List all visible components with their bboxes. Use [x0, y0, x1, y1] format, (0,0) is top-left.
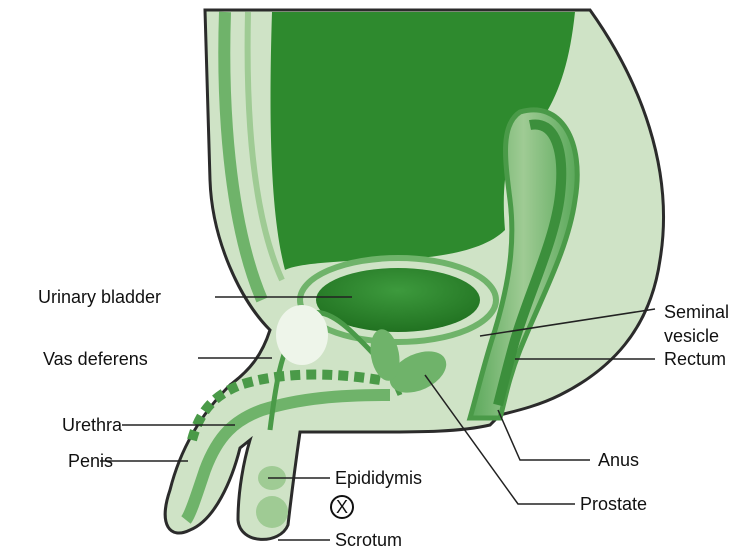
label-penis: Penis	[68, 451, 113, 471]
label-epididymis: Epididymis	[335, 468, 422, 488]
label-anus: Anus	[598, 450, 639, 470]
label-seminal: Seminal	[664, 302, 729, 322]
label-rectum: Rectum	[664, 349, 726, 369]
testis-marker: X	[336, 497, 348, 517]
pubic-bone	[276, 305, 328, 365]
label-vesicle: vesicle	[664, 326, 719, 346]
label-scrotum: Scrotum	[335, 530, 402, 550]
label-urethra: Urethra	[62, 415, 123, 435]
leader-anus	[498, 410, 590, 460]
testis	[256, 496, 288, 528]
label-urinary-bladder: Urinary bladder	[38, 287, 161, 307]
label-prostate: Prostate	[580, 494, 647, 514]
label-vas-deferens: Vas deferens	[43, 349, 148, 369]
